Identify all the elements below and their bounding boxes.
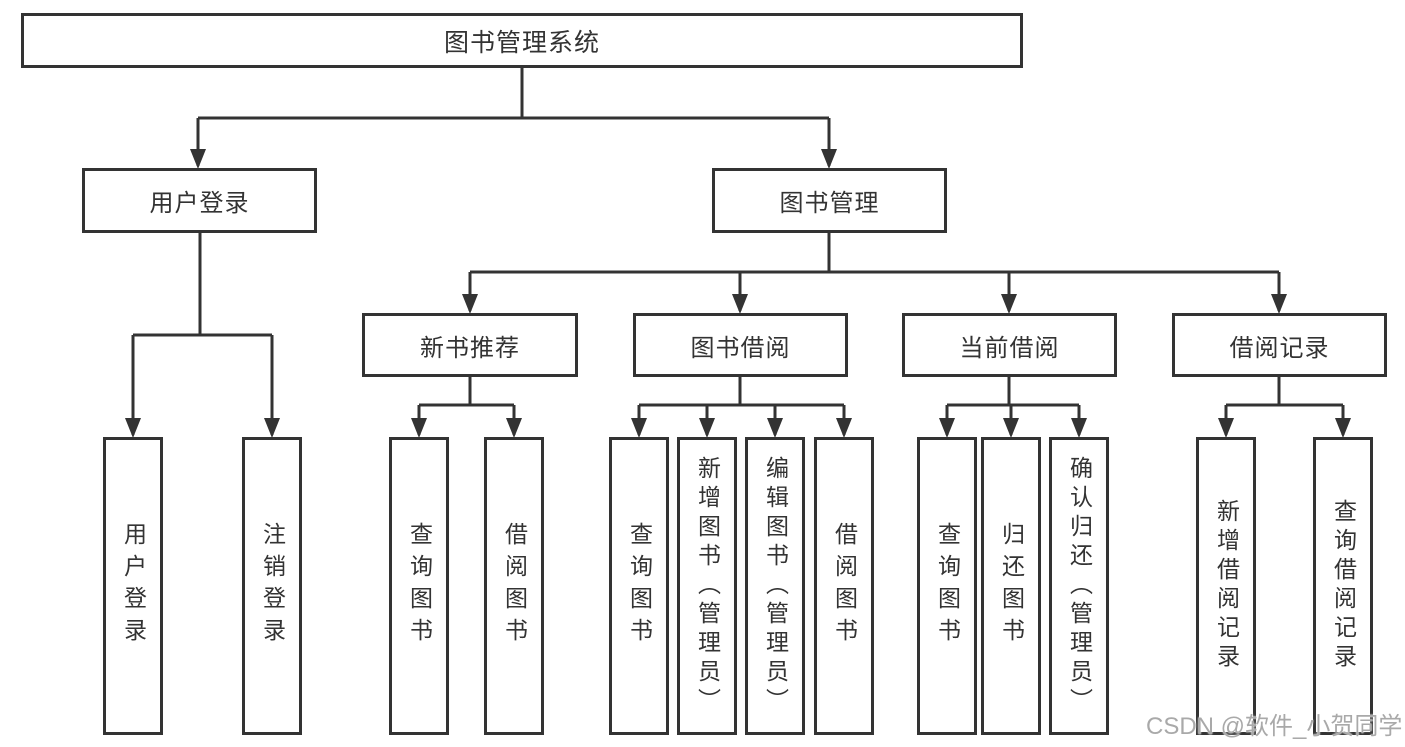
connector-root-to-level2 (190, 68, 837, 169)
leaf-edit-book-admin: 编辑图书（管理员） (745, 437, 805, 735)
node-book-management: 图书管理 (712, 168, 947, 233)
leaf-confirm-return-admin: 确认归还（管理员） (1049, 437, 1109, 735)
leaf-add-borrow-record: 新增借阅记录 (1196, 437, 1256, 735)
leaf-label: 新增借阅记录 (1213, 499, 1240, 673)
connector-current-borrow-children (939, 377, 1087, 438)
node-borrow-record: 借阅记录 (1172, 313, 1387, 377)
leaf-add-book-admin: 新增图书（管理员） (677, 437, 737, 735)
connector-book-borrow-children (631, 377, 852, 438)
connector-book-management-children (462, 233, 1287, 314)
leaf-label: 查询借阅记录 (1330, 499, 1357, 673)
leaf-logout: 注销登录 (242, 437, 302, 735)
node-current-borrow: 当前借阅 (902, 313, 1117, 377)
leaf-label: 借阅图书 (831, 522, 858, 650)
leaf-label: 借阅图书 (501, 522, 528, 650)
leaf-query-borrow-record: 查询借阅记录 (1313, 437, 1373, 735)
leaf-label: 归还图书 (998, 522, 1025, 650)
node-book-borrow: 图书借阅 (633, 313, 848, 377)
leaf-user-login: 用户登录 (103, 437, 163, 735)
leaf-label: 查询图书 (934, 522, 961, 650)
leaf-borrow-book-1: 借阅图书 (484, 437, 544, 735)
leaf-label: 新增图书（管理员） (694, 455, 721, 717)
leaf-label: 注销登录 (259, 522, 286, 650)
leaf-query-book-3: 查询图书 (917, 437, 977, 735)
leaf-borrow-book-2: 借阅图书 (814, 437, 874, 735)
node-user-login: 用户登录 (82, 168, 317, 233)
node-root-library-system: 图书管理系统 (21, 13, 1023, 68)
leaf-label: 用户登录 (120, 522, 147, 650)
connector-new-book-children (411, 377, 522, 438)
leaf-label: 编辑图书（管理员） (762, 455, 789, 717)
leaf-query-book-2: 查询图书 (609, 437, 669, 735)
connector-user-login-children (125, 233, 280, 438)
leaf-query-book-1: 查询图书 (389, 437, 449, 735)
leaf-return-book: 归还图书 (981, 437, 1041, 735)
leaf-label: 查询图书 (406, 522, 433, 650)
leaf-label: 确认归还（管理员） (1066, 455, 1093, 717)
node-new-book-recommend: 新书推荐 (362, 313, 578, 377)
leaf-label: 查询图书 (626, 522, 653, 650)
connector-borrow-record-children (1218, 377, 1351, 438)
